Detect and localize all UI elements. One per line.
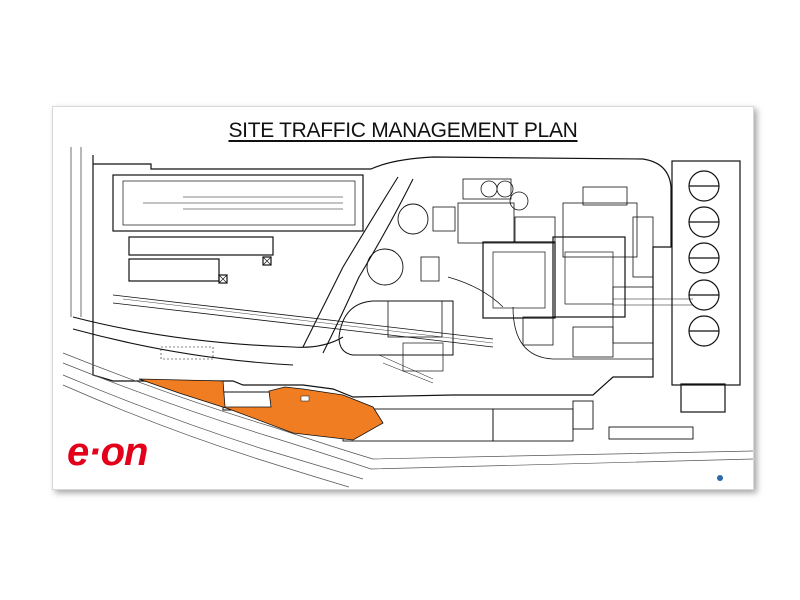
gate-house [680, 383, 726, 413]
designer-badge-icon [717, 475, 745, 483]
plan-board: SITE TRAFFIC MANAGEMENT PLAN [52, 106, 754, 490]
yard-building [128, 236, 274, 256]
highlight-zone [138, 378, 384, 441]
site-plan-drawing [62, 147, 753, 488]
tank-compound [671, 160, 741, 386]
plan-title: SITE TRAFFIC MANAGEMENT PLAN [228, 119, 578, 142]
turbine-hall [482, 241, 556, 319]
eon-logo: e·on [67, 430, 148, 474]
long-shed [112, 174, 364, 232]
site-boundary [92, 155, 672, 398]
